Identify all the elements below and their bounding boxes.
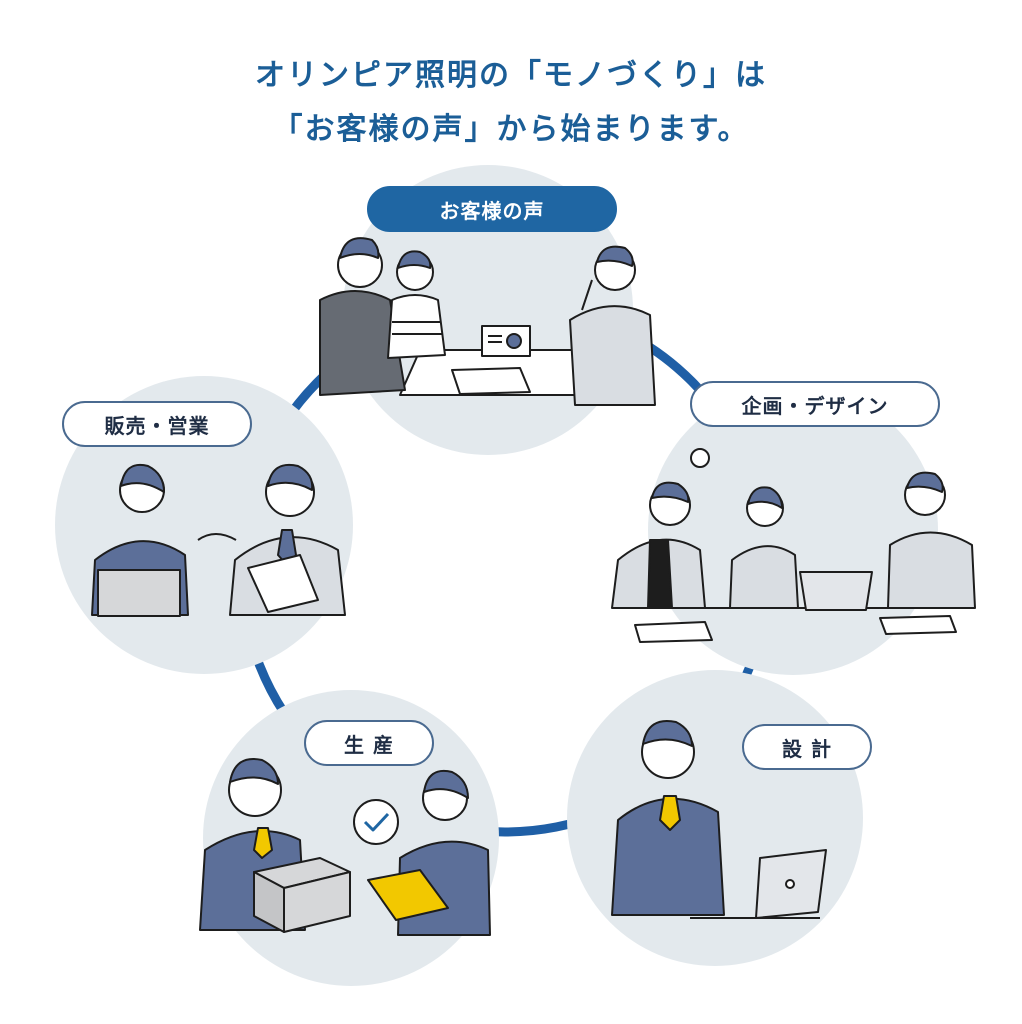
stage-label-voice: お客様の声 [367, 186, 617, 232]
stage-label-sales: 販売・営業 [62, 401, 252, 447]
voice-scene-illustration [319, 237, 656, 406]
design-scene-illustration [611, 720, 827, 919]
stage-label-production: 生 産 [304, 720, 434, 766]
headline-line-1: オリンピア照明の「モノづくり」は [255, 58, 767, 93]
headline-line-2: 「お客様の声」から始まります。 [272, 112, 750, 147]
planning-scene-illustration [611, 448, 976, 643]
production-scene-illustration [199, 758, 491, 936]
stage-label-planning: 企画・デザイン [690, 381, 940, 427]
sales-scene-illustration [91, 464, 346, 617]
stage-label-design: 設 計 [742, 724, 872, 770]
